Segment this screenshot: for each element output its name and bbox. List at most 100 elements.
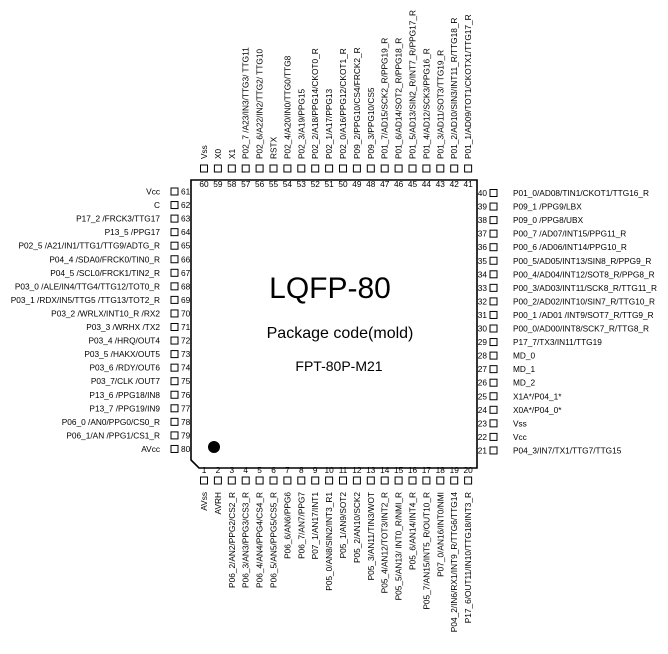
pin-number-21: 21 [478,445,488,455]
pin1-marker [208,441,220,453]
pin-box-38 [489,216,498,225]
pin-label-43: P01_3/AD11/SOT3/TTG19_R [435,50,445,159]
pin-label-80: AVcc [141,444,160,454]
pin-box-68 [170,282,179,291]
pin-box-71 [170,323,179,331]
pin-number-23: 23 [478,418,488,428]
pin-box-1 [200,476,208,485]
pin-number-48: 48 [366,179,376,189]
pin-box-34 [489,270,498,279]
pin-label-40: P01_0/AD08/TIN1/CKOT1/TTG16_R [513,188,649,198]
pin-number-28: 28 [478,351,488,361]
pin-box-13 [366,476,375,485]
pin-number-80: 80 [181,444,191,454]
pin-label-23: Vss [513,418,527,428]
pin-number-39: 39 [478,202,488,212]
pin-number-78: 78 [181,417,191,427]
pin-label-2: AVRH [213,492,223,514]
pin-number-33: 33 [478,283,488,293]
package-code: FPT-80P-M21 [295,358,382,374]
pin-label-78: P06_0 /AN0/PPG0/CS0_R [62,417,160,427]
pin-number-17: 17 [422,465,432,475]
pin-label-35: P00_5/AD05/INT13/SIN8_R/PPG9_R [513,256,651,266]
pin-box-60 [200,164,208,173]
pin-box-43 [436,164,445,173]
pin-number-58: 58 [227,179,237,189]
pin-box-69 [170,295,179,304]
pin-number-34: 34 [478,269,488,279]
pin-label-21: P04_3/IN7/TX1/TTG7/TTG15 [513,445,622,455]
pin-box-70 [170,309,179,318]
pin-box-37 [489,229,498,238]
pin-box-45 [408,164,417,173]
pin-box-56 [255,164,264,173]
pin-label-25: X1A*/P04_1* [513,391,562,401]
pin-label-33: P00_3/AD03/INT11/SCK8_R/TTG11_R [513,283,657,293]
pin-number-46: 46 [394,179,404,189]
pin-label-38: P09_0 /PPG8/UBX [513,215,584,225]
pin-box-61 [170,187,179,196]
pin-box-46 [394,164,403,173]
pin-box-9 [311,476,320,485]
pin-box-2 [213,476,222,485]
pin-number-65: 65 [181,241,191,251]
pin-number-44: 44 [422,179,432,189]
pin-box-18 [436,476,445,485]
pin-number-19: 19 [450,465,460,475]
pin-number-13: 13 [366,465,376,475]
pin-label-24: X0A*/P04_0* [513,405,562,415]
pin-label-19: P04_2/IN6/RX1/INT9_R/TTG6/TTG14 [449,492,459,633]
pin-number-11: 11 [339,465,348,475]
pin-number-70: 70 [181,308,191,318]
pin-number-79: 79 [181,430,191,440]
pin-number-8: 8 [299,465,304,475]
pin-number-10: 10 [324,465,334,475]
pin-number-38: 38 [478,215,488,225]
pin-label-36: P00_6 /AD06/INT14/PPG10_R [513,242,627,252]
pin-number-15: 15 [394,465,404,475]
pin-label-10: P05_0/AN8/SIN2/INT3_R1 [324,492,334,591]
pin-box-55 [269,164,278,173]
pin-number-27: 27 [478,364,488,374]
pin-label-29: P17_7/TX3/IN11/TTG19 [513,337,602,347]
pin-box-8 [297,476,306,485]
pin-number-51: 51 [324,179,334,189]
pin-box-77 [170,404,179,413]
pin-label-57: P02_7 /A23/IN3/TTG3/ TTG11 [241,47,251,159]
pin-number-18: 18 [436,465,446,475]
pin-box-27 [489,365,498,374]
pin-box-14 [380,476,389,485]
pin-label-3: P06_2/AN2/PPG2/CS2_R [227,492,237,588]
pin-box-50 [339,164,347,173]
pin-number-71: 71 [181,322,191,332]
pin-label-79: P06_1/AN /PPG1/CS1_R [66,430,160,440]
pin-box-21 [489,446,498,455]
pin-number-67: 67 [181,268,191,278]
pin-number-76: 76 [181,390,191,400]
pin-label-12: P05_2/AN10/SCK2 [352,492,362,563]
pin-box-33 [489,283,498,292]
pin-number-63: 63 [181,214,191,224]
pin-number-32: 32 [478,296,488,306]
pin-box-28 [489,351,498,360]
pin-label-27: MD_1 [513,364,536,374]
pin-box-31 [489,310,498,319]
pin-box-10 [325,476,334,485]
pin-box-47 [380,164,389,173]
pin-label-13: P05_3/AN11/TIN3/WOT [366,492,376,580]
pin-box-36 [489,243,498,252]
pin-number-53: 53 [297,179,307,189]
pin-number-25: 25 [478,391,488,401]
pin-box-39 [489,202,498,211]
pin-label-76: P13_6 /PPG18/IN8 [89,390,160,400]
package-code-label: Package code(mold) [267,325,414,342]
pin-number-60: 60 [199,179,209,189]
pin-number-12: 12 [352,465,362,475]
pin-number-62: 62 [181,200,191,210]
pin-label-65: P02_5 /A21/IN1/TTG1/TTG9/ADTG_R [18,241,160,251]
pin-label-48: P09_3/PPG10/CS5 [366,87,376,159]
pin-label-53: P02_3/A19/PPG15 [296,88,306,159]
pin-label-75: P03_7/CLK /OUT7 [91,376,161,386]
